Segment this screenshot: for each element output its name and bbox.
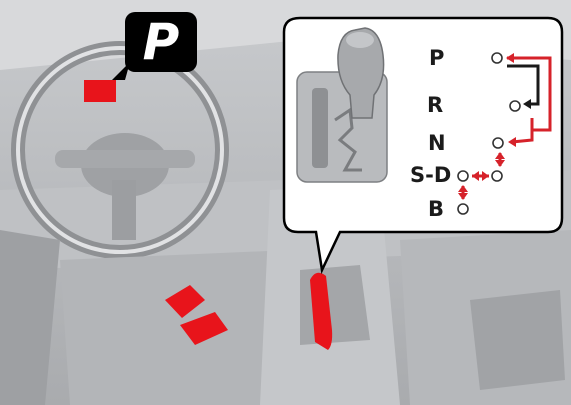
gate-position-r — [510, 101, 520, 111]
gate-label-r: R — [427, 95, 443, 116]
gate-position-b — [458, 204, 468, 214]
gate-position-s-d — [492, 171, 502, 181]
console-panel — [300, 265, 370, 345]
gate-label-n: N — [428, 133, 446, 154]
p-indicator-badge: P — [125, 12, 197, 72]
gate-position-n — [493, 138, 503, 148]
gate-label-s-d: S-D — [410, 165, 451, 186]
gate-position-s-d-left — [458, 171, 468, 181]
gate-label-b: B — [428, 199, 444, 220]
gate-position-p — [492, 53, 502, 63]
p-indicator-highlight — [84, 80, 116, 102]
gate-label-p: P — [429, 48, 444, 69]
passenger-seat — [470, 290, 565, 390]
